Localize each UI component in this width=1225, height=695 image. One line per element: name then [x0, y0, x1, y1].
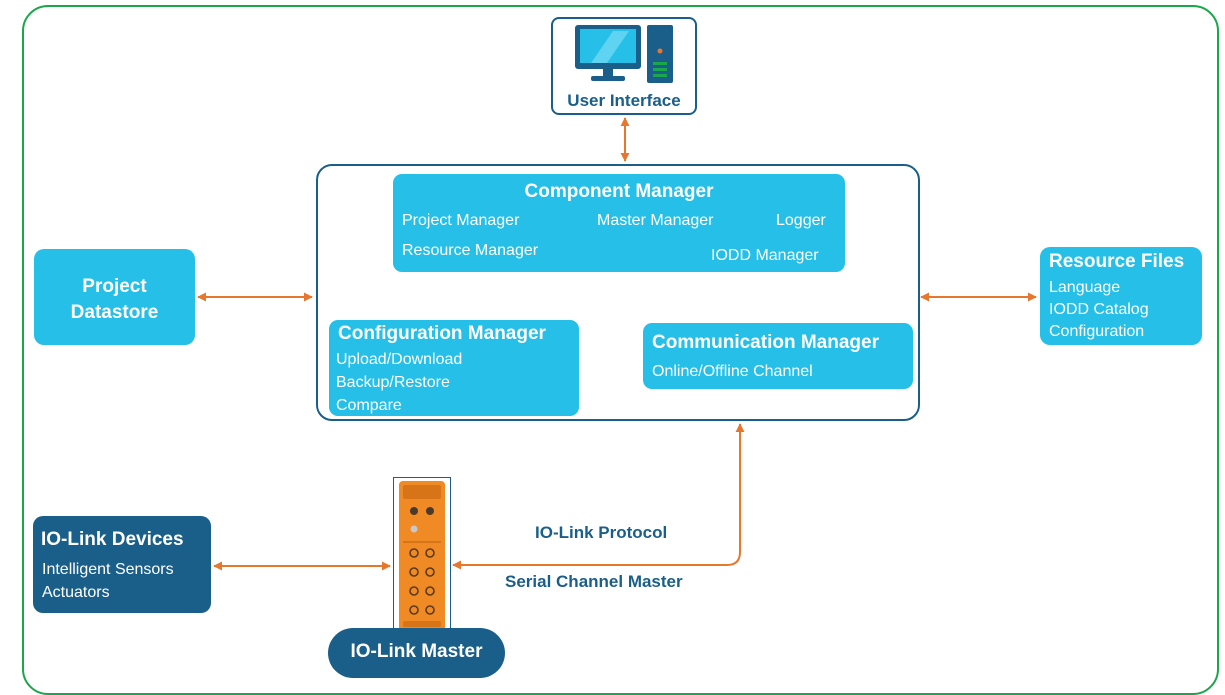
communication-manager-box: Communication Manager Online/Offline Cha…	[643, 323, 913, 389]
project-datastore-line-1: Project	[82, 276, 147, 297]
configuration-manager-box: Configuration Manager Upload/Download Ba…	[329, 320, 579, 416]
iodd-catalog-label: IODD Catalog	[1049, 301, 1149, 318]
computer-icon	[575, 25, 673, 83]
actuators-label: Actuators	[42, 584, 110, 601]
compare-label: Compare	[336, 397, 402, 414]
io-link-protocol-label: IO-Link Protocol	[535, 523, 668, 542]
iodd-manager-label: IODD Manager	[711, 247, 819, 264]
language-label: Language	[1049, 279, 1121, 296]
project-datastore-line-2: Datastore	[70, 302, 159, 323]
serial-channel-master-label: Serial Channel Master	[505, 572, 683, 591]
project-manager-label: Project Manager	[402, 212, 520, 229]
master-manager-label: Master Manager	[597, 212, 714, 229]
io-link-master-label: IO-Link Master	[350, 641, 483, 662]
logger-label: Logger	[776, 212, 826, 229]
resource-files-title: Resource Files	[1049, 251, 1185, 272]
configuration-manager-title: Configuration Manager	[338, 323, 546, 344]
resource-files-box: Resource Files Language IODD Catalog Con…	[1040, 247, 1202, 345]
io-link-master-device-frame	[393, 477, 451, 636]
intelligent-sensors-label: Intelligent Sensors	[42, 561, 174, 578]
io-link-master-device-icon	[399, 481, 445, 631]
component-manager-box: Component Manager Project Manager Master…	[393, 174, 845, 272]
backup-restore-label: Backup/Restore	[336, 374, 450, 391]
io-link-devices-box: IO-Link Devices Intelligent Sensors Actu…	[33, 516, 211, 613]
io-link-master-label-pill: IO-Link Master	[328, 628, 505, 678]
project-datastore-box: Project Datastore	[34, 249, 195, 345]
user-interface-box: User Interface	[551, 17, 697, 115]
component-manager-title: Component Manager	[524, 181, 714, 202]
online-offline-channel-label: Online/Offline Channel	[652, 363, 813, 380]
resource-manager-label: Resource Manager	[402, 242, 539, 259]
communication-manager-title: Communication Manager	[652, 332, 879, 353]
io-link-devices-title: IO-Link Devices	[41, 529, 184, 550]
configuration-label: Configuration	[1049, 323, 1145, 340]
user-interface-label: User Interface	[567, 91, 681, 110]
upload-download-label: Upload/Download	[336, 351, 463, 368]
arrow-master-core	[452, 423, 745, 570]
